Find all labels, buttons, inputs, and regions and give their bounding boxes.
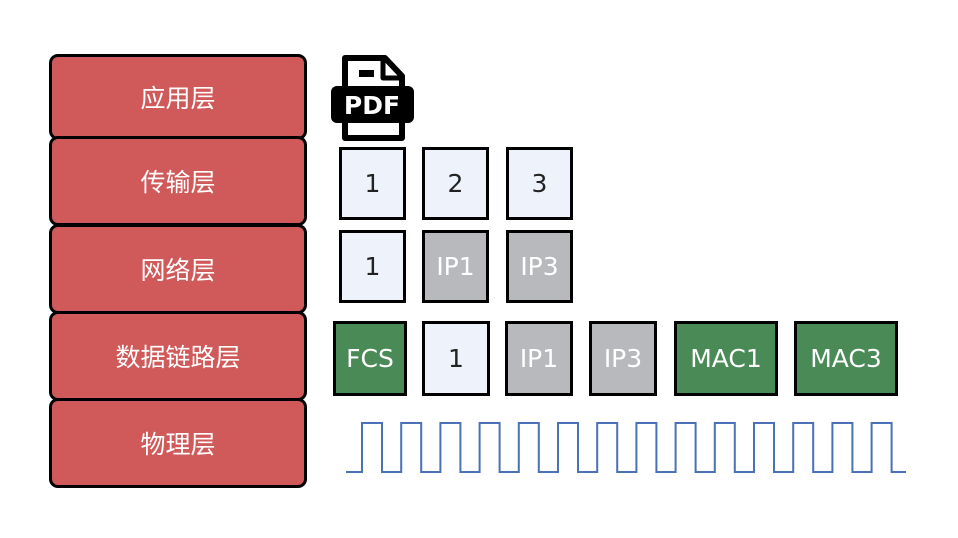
layer-application: 应用层 xyxy=(49,54,307,140)
transport-segment: 3 xyxy=(506,147,573,220)
network-ip-header: IP1 xyxy=(422,230,489,303)
network-payload: 1 xyxy=(339,230,406,303)
datalink-payload: 1 xyxy=(422,321,490,396)
network-ip-header: IP3 xyxy=(506,230,573,303)
datalink-fcs-label: FCS xyxy=(346,344,394,373)
datalink-ip-header-label: IP1 xyxy=(519,344,559,373)
datalink-ip-header: IP3 xyxy=(589,321,657,396)
datalink-fcs: FCS xyxy=(333,321,407,396)
datalink-mac-header: MAC1 xyxy=(674,321,778,396)
network-payload-label: 1 xyxy=(364,252,381,281)
network-ip-header-label: IP1 xyxy=(436,252,475,281)
datalink-mac-header-label: MAC3 xyxy=(810,344,882,373)
layer-physical-label: 物理层 xyxy=(140,430,216,459)
datalink-ip-header: IP1 xyxy=(505,321,573,396)
layer-network: 网络层 xyxy=(49,224,307,314)
datalink-mac-header: MAC3 xyxy=(794,321,898,396)
transport-segment-label: 2 xyxy=(447,169,464,198)
datalink-payload-label: 1 xyxy=(448,344,464,373)
layer-physical: 物理层 xyxy=(49,398,307,488)
layer-datalink-label: 数据链路层 xyxy=(115,343,241,372)
layer-transport-label: 传输层 xyxy=(140,168,216,197)
transport-segment: 2 xyxy=(422,147,489,220)
layer-network-label: 网络层 xyxy=(140,256,216,285)
datalink-ip-header-label: IP3 xyxy=(603,344,643,373)
layer-datalink: 数据链路层 xyxy=(49,311,307,401)
layer-application-label: 应用层 xyxy=(140,84,216,113)
transport-segment: 1 xyxy=(339,147,406,220)
layer-transport: 传输层 xyxy=(49,136,307,226)
network-ip-header-label: IP3 xyxy=(520,252,559,281)
square-wave-line xyxy=(346,422,906,473)
pdf-icon-label: PDF xyxy=(344,91,400,120)
transport-segment-label: 3 xyxy=(531,169,548,198)
transport-segment-label: 1 xyxy=(364,169,381,198)
datalink-mac-header-label: MAC1 xyxy=(690,344,762,373)
